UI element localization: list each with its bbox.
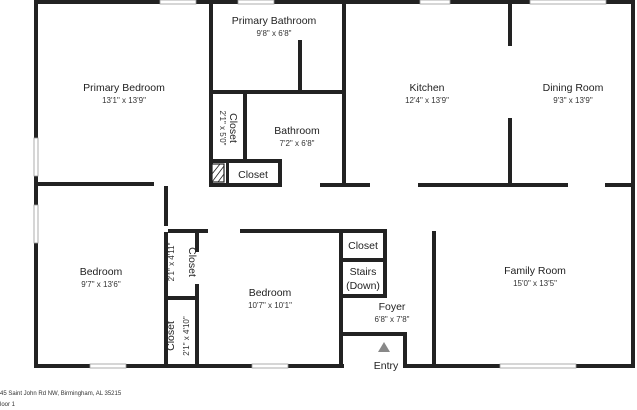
wall-top — [34, 0, 635, 4]
primary-bathroom-name: Primary Bathroom — [232, 15, 317, 27]
wall — [209, 159, 282, 163]
family-room-name: Family Room — [504, 265, 566, 277]
wall — [343, 229, 387, 233]
wall — [195, 284, 199, 368]
wall — [343, 332, 407, 336]
wall — [298, 40, 302, 92]
window — [419, 0, 451, 5]
closet-hall-name: Closet — [238, 169, 268, 181]
hatch-line — [211, 165, 225, 183]
wall — [403, 332, 407, 368]
bedroom-center-dims: 10'7" x 10'1" — [248, 301, 292, 310]
footer-address: 45 Saint John Rd NW, Birmingham, AL 3521… — [0, 391, 122, 397]
closet-lower-dims: 2'1" x 4'10" — [182, 316, 191, 356]
chimney-hatch — [211, 163, 225, 183]
window — [529, 0, 607, 5]
wall — [226, 162, 229, 184]
kitchen-dims: 12'4" x 13'9" — [405, 96, 449, 105]
wall — [320, 183, 370, 187]
foyer-dims: 6'8" x 7'8" — [375, 315, 410, 324]
window — [499, 363, 577, 369]
hatch-line — [217, 173, 225, 183]
entry-label: Entry — [374, 360, 399, 372]
wall — [508, 4, 512, 46]
window — [33, 137, 39, 177]
wall — [343, 294, 387, 298]
wall — [168, 229, 208, 233]
wall — [243, 92, 247, 160]
primary-bedroom-dims: 13'1" x 13'9" — [102, 96, 146, 105]
wall — [339, 229, 343, 368]
wall — [195, 232, 199, 252]
closet-lower-name: Closet — [165, 321, 177, 351]
wall — [432, 231, 436, 368]
foyer-name: Foyer — [379, 301, 406, 313]
windows — [33, 0, 607, 369]
wall — [168, 296, 196, 300]
entry-arrow-icon — [378, 342, 390, 352]
wall — [383, 229, 387, 297]
bedroom-center-name: Bedroom — [249, 287, 292, 299]
kitchen-name: Kitchen — [409, 82, 444, 94]
wall — [605, 183, 635, 187]
bedroom-left-name: Bedroom — [80, 266, 123, 278]
closet-mid-dims: 2'1" x 4'11" — [167, 242, 176, 281]
stairs-down-label: (Down) — [346, 280, 380, 292]
wall — [342, 4, 346, 186]
walls — [34, 0, 635, 368]
wall — [278, 159, 282, 187]
wall — [209, 90, 342, 94]
wall-bottom-left — [34, 364, 344, 368]
bathroom-name: Bathroom — [274, 125, 320, 137]
dining-room-dims: 9'3" x 13'9" — [553, 96, 593, 105]
footer-floor: loor 1 — [0, 402, 16, 408]
window — [89, 363, 127, 369]
wall — [240, 229, 342, 233]
wall — [34, 182, 154, 186]
wall — [508, 118, 512, 186]
wall — [209, 183, 282, 187]
closet-upper-dims: 2'1" x 5'0" — [218, 111, 227, 146]
window — [251, 363, 289, 369]
wall — [164, 232, 168, 368]
wall — [418, 183, 568, 187]
window — [159, 0, 197, 5]
window — [237, 0, 275, 5]
room-labels: Primary Bathroom 9'8" x 6'8" Primary Bed… — [80, 15, 604, 372]
closet-mid-name: Closet — [186, 247, 198, 277]
dining-room-name: Dining Room — [543, 82, 604, 94]
family-room-dims: 15'0" x 13'5" — [513, 279, 557, 288]
closet-upper-name: Closet — [227, 113, 239, 143]
primary-bedroom-name: Primary Bedroom — [83, 82, 165, 94]
hatch-line — [211, 163, 221, 175]
wall — [343, 258, 387, 262]
window — [33, 204, 39, 244]
stairs-label: Stairs — [350, 266, 377, 278]
wall — [164, 186, 168, 226]
bathroom-dims: 7'2" x 6'8" — [280, 139, 315, 148]
bedroom-left-dims: 9'7" x 13'6" — [81, 280, 121, 289]
primary-bathroom-dims: 9'8" x 6'8" — [257, 29, 292, 38]
closet-foyer-name: Closet — [348, 240, 378, 252]
